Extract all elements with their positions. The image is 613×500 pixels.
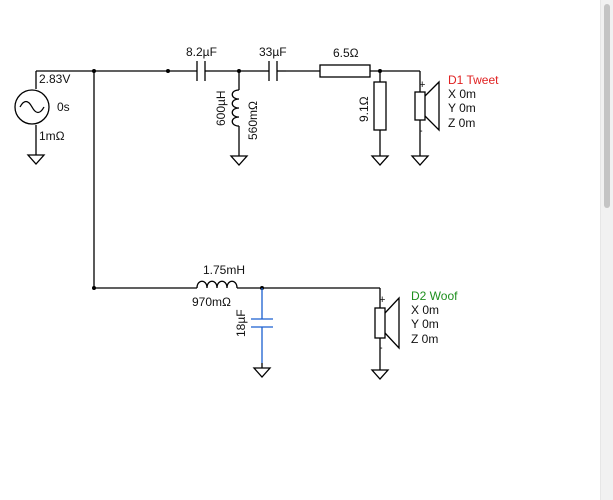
scrollbar-thumb[interactable] [604, 4, 610, 208]
ground-symbol [252, 363, 272, 378]
inductor-woofer[interactable] [196, 280, 238, 289]
d2-minus-label: - [379, 342, 383, 354]
source-resistance-label: 1mΩ [39, 129, 65, 143]
capacitor-woofer[interactable] [251, 288, 273, 363]
junction-dots [92, 69, 382, 290]
speaker-d1-icon[interactable] [414, 71, 440, 152]
ground-symbol [229, 152, 249, 166]
resistor-shunt[interactable] [373, 71, 387, 152]
d1-plus-label: + [419, 79, 425, 91]
d1-minus-label: - [419, 125, 423, 137]
c2-value-label: 33µF [259, 45, 287, 59]
d2-plus-label: + [379, 294, 385, 306]
d1-name-label: D1 Tweet [448, 73, 499, 87]
c1-value-label: 8.2µF [186, 45, 217, 59]
l1-inductance-label: 600µH [214, 90, 228, 126]
capacitor-c1[interactable] [170, 61, 210, 81]
capacitor-c2[interactable] [260, 61, 286, 81]
ground-symbol [410, 152, 430, 166]
l1-resistance-label: 560mΩ [246, 101, 260, 140]
d1-z-label: Z 0m [448, 116, 475, 130]
d2-x-label: X 0m [411, 303, 439, 317]
woofer-c-value-label: 18µF [234, 309, 248, 337]
resistor-series[interactable] [319, 64, 371, 78]
source-phase-label: 0s [57, 100, 70, 114]
ground-symbol [370, 152, 390, 166]
d2-z-label: Z 0m [411, 332, 438, 346]
d2-name-label: D2 Woof [411, 289, 458, 303]
ground-symbol [370, 366, 390, 380]
woofer-l-resistance-label: 970mΩ [192, 295, 231, 309]
woofer-l-inductance-label: 1.75mH [203, 263, 245, 277]
vertical-scrollbar[interactable] [600, 0, 613, 500]
inductor-l1[interactable] [231, 71, 240, 152]
schematic-canvas: 2.83V 0s 1mΩ 8.2µF 600µH 560mΩ 33µF 6.5Ω [14, 45, 499, 380]
voltage-source[interactable] [14, 71, 50, 150]
source-voltage-label: 2.83V [39, 72, 70, 86]
r-series-value-label: 6.5Ω [333, 46, 359, 60]
d1-x-label: X 0m [448, 87, 476, 101]
d1-y-label: Y 0m [448, 101, 476, 115]
ground-symbol [26, 150, 46, 165]
d2-y-label: Y 0m [411, 317, 439, 331]
speaker-d2-icon[interactable] [374, 288, 400, 366]
r-shunt-value-label: 9.1Ω [357, 96, 371, 122]
